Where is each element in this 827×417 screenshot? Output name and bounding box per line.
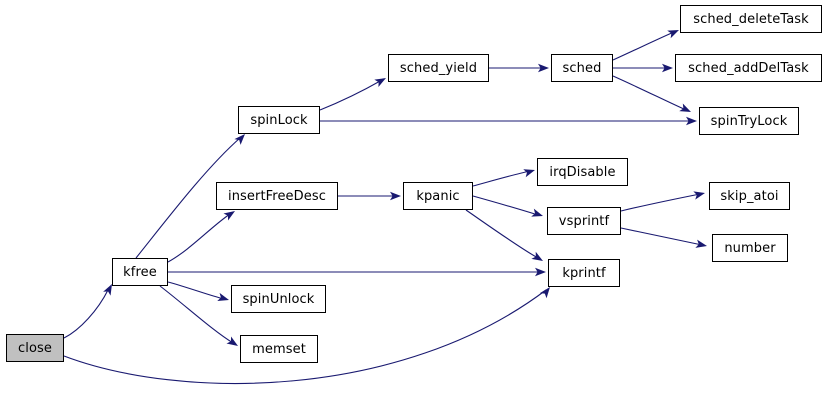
- node-sched_deleteTask[interactable]: sched_deleteTask: [680, 5, 822, 33]
- edge-kfree-to-spinLock: [135, 137, 241, 259]
- edge-kpanic-to-vsprintf: [472, 195, 539, 216]
- arrowhead-vsprintf-to-skip_atoi: [693, 191, 705, 200]
- node-label-sched_addDelTask: sched_addDelTask: [688, 60, 809, 76]
- node-label-skip_atoi: skip_atoi: [720, 188, 779, 204]
- node-label-vsprintf: vsprintf: [558, 213, 610, 229]
- node-spinUnlock[interactable]: spinUnlock: [231, 285, 326, 313]
- arrowhead-sched-to-spinTryLock: [679, 103, 691, 112]
- node-insertFreeDesc[interactable]: insertFreeDesc: [216, 182, 338, 210]
- node-label-sched_yield: sched_yield: [399, 60, 478, 76]
- edge-sched-to-sched_deleteTask: [612, 31, 675, 61]
- node-label-memset: memset: [252, 341, 306, 357]
- arrowhead-kpanic-to-vsprintf: [531, 208, 543, 217]
- node-label-spinLock: spinLock: [250, 112, 308, 128]
- edge-close-to-kprintf: [63, 289, 547, 385]
- node-label-sched_deleteTask: sched_deleteTask: [693, 11, 809, 27]
- node-sched_yield[interactable]: sched_yield: [388, 54, 489, 82]
- arrowhead-kfree-to-memset: [226, 336, 238, 346]
- arrowhead-kpanic-to-irqDisable: [523, 169, 535, 178]
- node-kfree[interactable]: kfree: [112, 258, 168, 286]
- arrowhead-kfree-to-insertFreeDesc: [223, 211, 235, 221]
- node-number[interactable]: number: [712, 234, 788, 262]
- node-sched_addDelTask[interactable]: sched_addDelTask: [675, 54, 822, 82]
- node-spinTryLock[interactable]: spinTryLock: [699, 107, 799, 135]
- edge-kpanic-to-irqDisable: [472, 170, 531, 187]
- node-spinLock[interactable]: spinLock: [238, 106, 320, 134]
- node-memset[interactable]: memset: [240, 335, 318, 363]
- edge-sched-to-spinTryLock: [612, 75, 687, 111]
- node-vsprintf[interactable]: vsprintf: [547, 207, 621, 235]
- arrowhead-vsprintf-to-number: [695, 239, 707, 248]
- node-label-kfree: kfree: [123, 264, 157, 280]
- node-kprintf[interactable]: kprintf: [548, 259, 620, 287]
- edge-kfree-to-memset: [159, 285, 234, 344]
- node-irqDisable[interactable]: irqDisable: [537, 158, 628, 186]
- edge-vsprintf-to-number: [620, 227, 703, 246]
- arrowhead-kpanic-to-kprintf: [531, 251, 543, 261]
- arrowhead-sched-to-sched_addDelTask: [662, 63, 673, 73]
- arrowhead-close-to-kfree: [103, 284, 112, 296]
- node-kpanic[interactable]: kpanic: [403, 182, 473, 210]
- node-label-insertFreeDesc: insertFreeDesc: [228, 188, 326, 204]
- node-label-kpanic: kpanic: [416, 188, 460, 204]
- node-close[interactable]: close: [6, 334, 64, 362]
- arrowhead-sched_yield-to-sched: [538, 63, 549, 73]
- arrowhead-kfree-to-kprintf: [535, 267, 546, 277]
- node-label-close: close: [18, 340, 52, 356]
- node-label-spinUnlock: spinUnlock: [242, 291, 315, 307]
- edge-kfree-to-spinUnlock: [167, 281, 225, 300]
- node-sched[interactable]: sched: [551, 54, 613, 82]
- node-skip_atoi[interactable]: skip_atoi: [709, 182, 790, 210]
- edge-kpanic-to-kprintf: [465, 209, 539, 259]
- node-label-sched: sched: [562, 60, 602, 76]
- edge-spinLock-to-sched_yield: [319, 79, 383, 111]
- node-label-irqDisable: irqDisable: [549, 164, 616, 180]
- arrowhead-close-to-kprintf: [539, 287, 550, 299]
- edge-vsprintf-to-skip_atoi: [620, 193, 701, 212]
- arrowhead-kfree-to-spinLock: [234, 134, 245, 145]
- edge-kfree-to-insertFreeDesc: [167, 213, 231, 263]
- arrowhead-sched-to-sched_deleteTask: [667, 30, 679, 39]
- edge-close-to-kfree: [63, 289, 109, 339]
- arrowhead-kfree-to-spinUnlock: [217, 292, 229, 302]
- node-label-number: number: [724, 240, 776, 256]
- arrowhead-spinLock-to-spinTryLock: [686, 116, 697, 126]
- arrowhead-insertFreeDesc-to-kpanic: [390, 191, 401, 201]
- node-label-kprintf: kprintf: [562, 265, 606, 281]
- arrowhead-spinLock-to-sched_yield: [374, 78, 386, 88]
- node-label-spinTryLock: spinTryLock: [710, 113, 788, 129]
